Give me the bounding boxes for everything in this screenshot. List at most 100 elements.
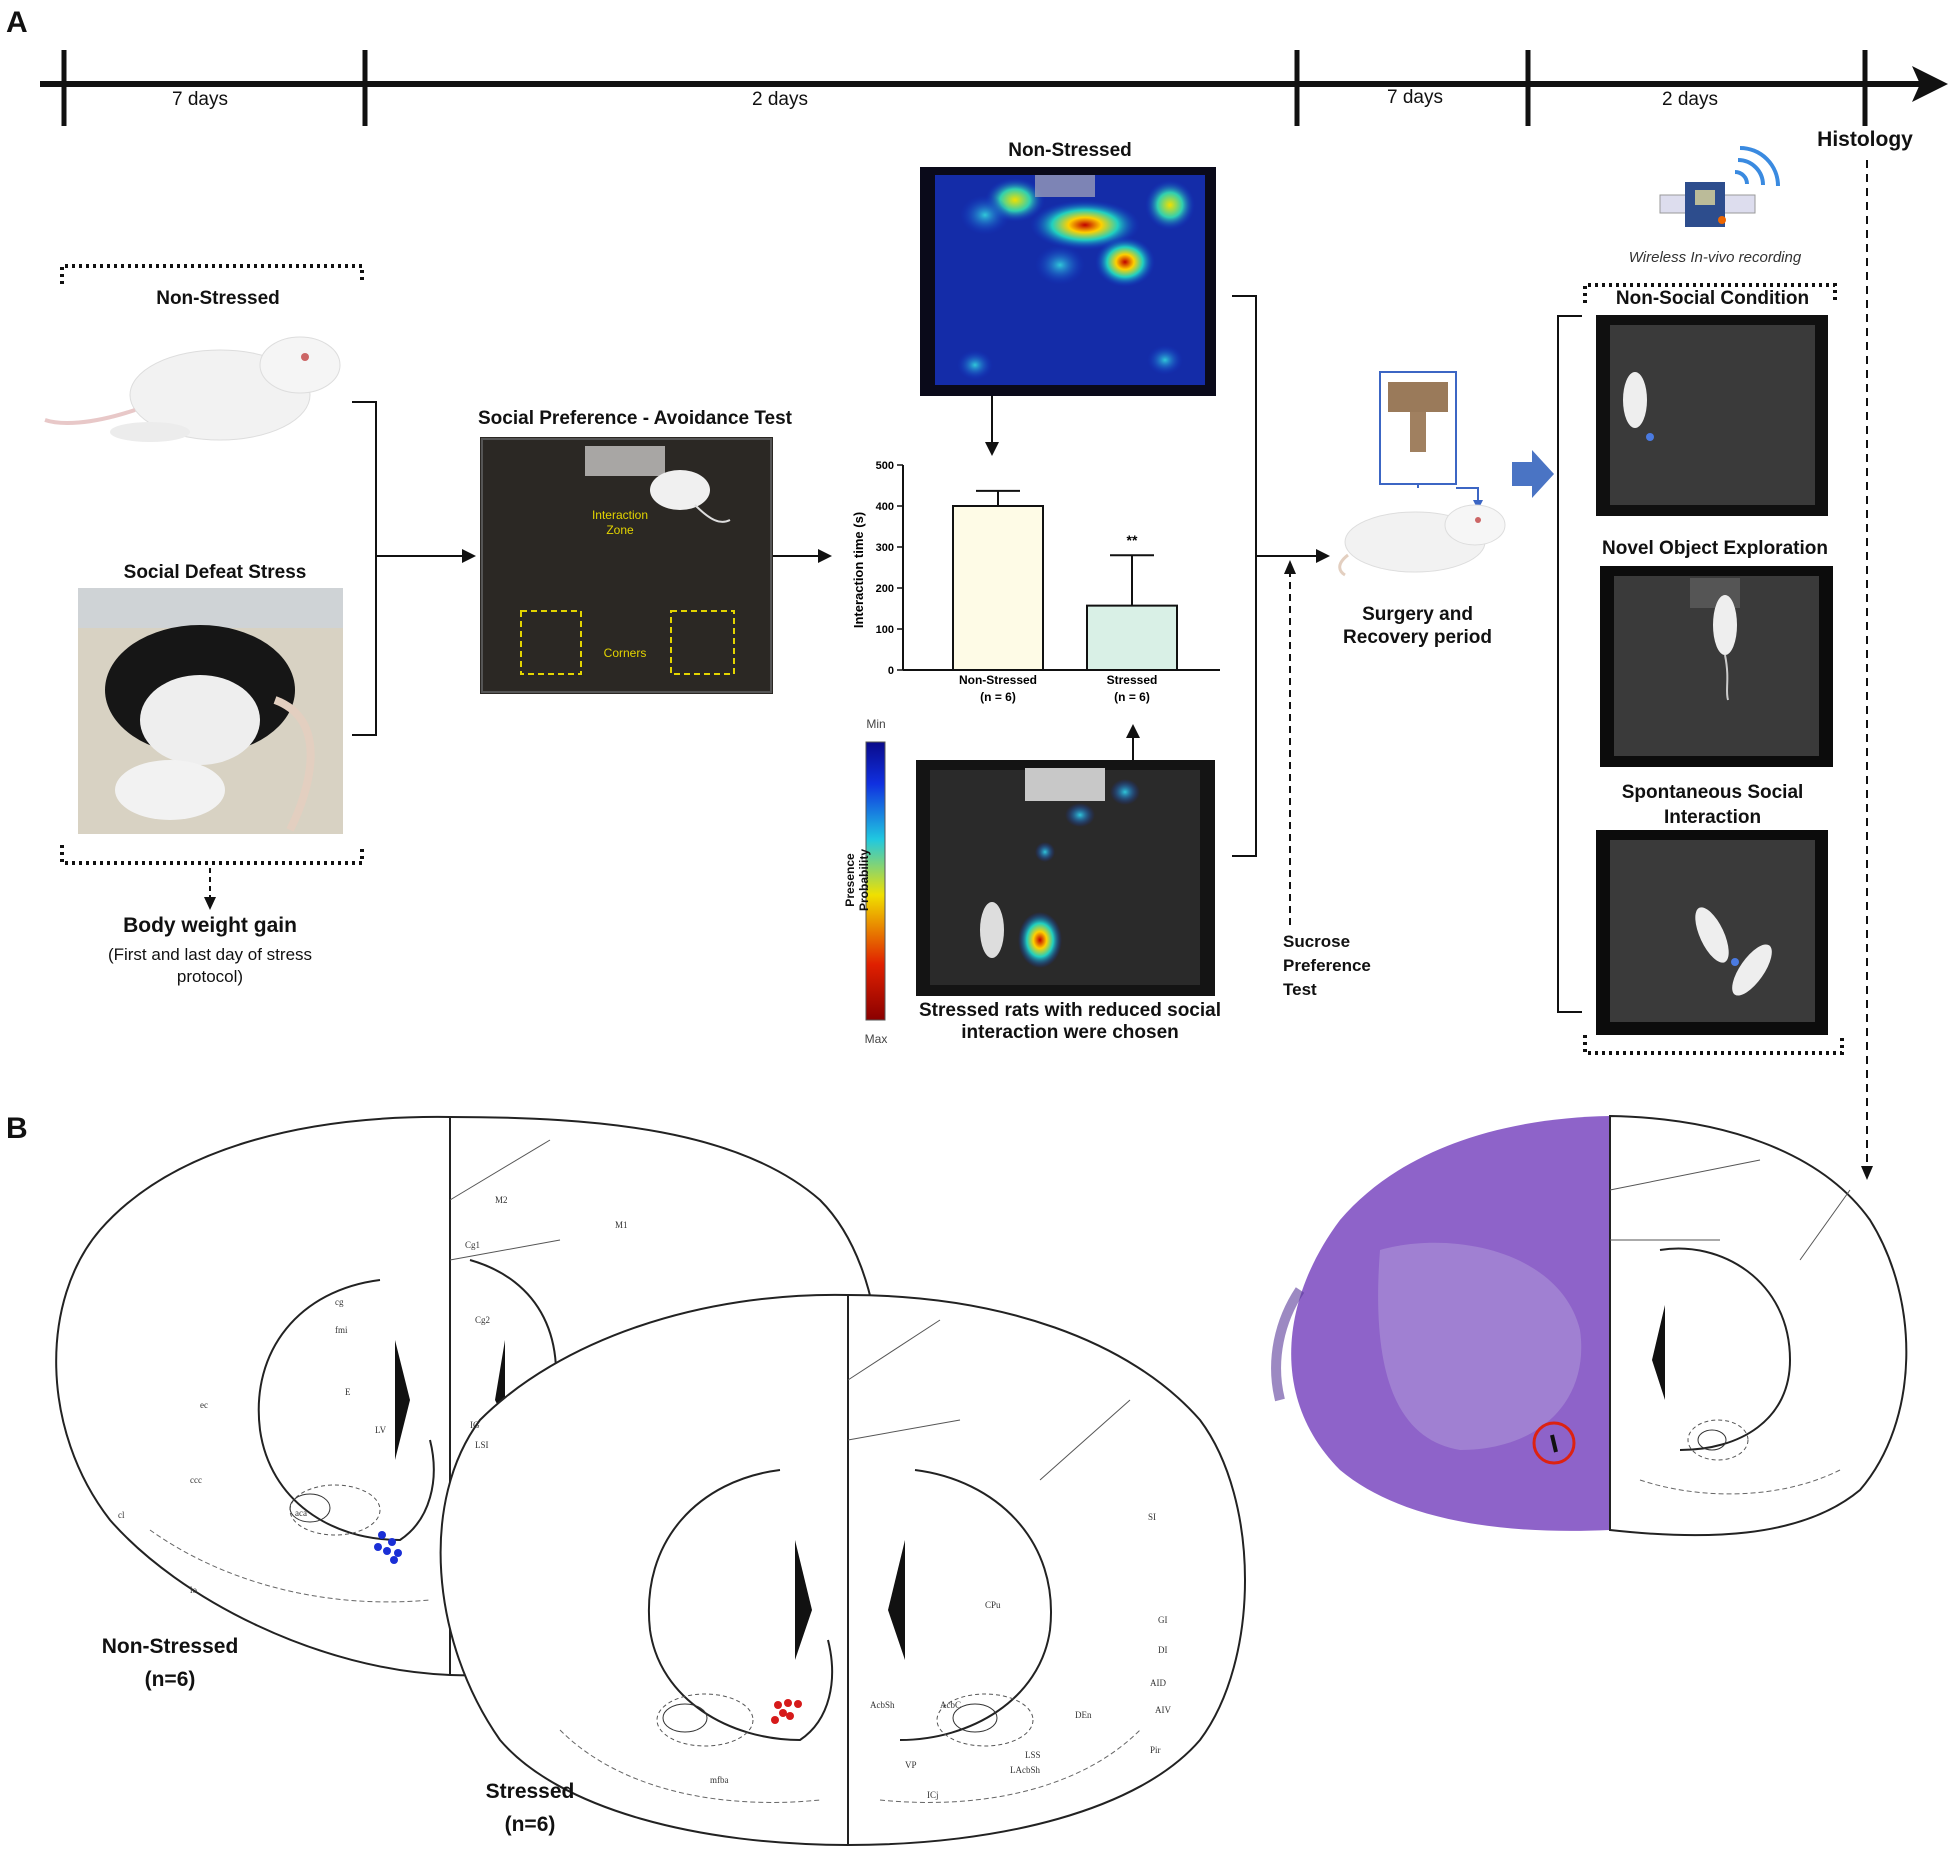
atlas-label-cl: cl [118, 1510, 125, 1520]
atlas-label-cg1: Cg1 [465, 1240, 481, 1250]
atlas-label-icj: ICj [927, 1790, 939, 1800]
atlas-stressed [439, 1293, 1246, 1847]
atlas-label-lsi: LSI [475, 1440, 489, 1450]
colorbar-min-label: Min [866, 717, 886, 731]
surgery-label: Surgery and Recovery period [1343, 604, 1492, 648]
chart-ytick-label-3: 300 [876, 542, 894, 554]
atlas-label-aid: AID [1150, 1678, 1166, 1688]
colorbar [865, 741, 886, 1021]
histology-arrowhead [1861, 1166, 1873, 1180]
chart-bar-1 [1086, 604, 1178, 672]
atlas-label-mfba: mfba [710, 1775, 729, 1785]
atlas-label-lv: LV [375, 1425, 387, 1435]
arena-non-social [1596, 315, 1828, 516]
right-dotted-bottom [1583, 1035, 1844, 1055]
chart-significance-annotation: ** [1127, 532, 1138, 548]
sucrose-label: Sucrose Preference Test [1283, 932, 1371, 999]
atlas-label-vp: VP [905, 1760, 917, 1770]
wireless-label: Wireless In-vivo recording [1628, 249, 1802, 266]
ns-group-label: Non-Stressed [101, 1635, 239, 1658]
atlas-label-cg: cg [335, 1297, 344, 1307]
chart-ytick-label-2: 200 [876, 583, 894, 595]
atlas-label-m1: M1 [615, 1220, 628, 1230]
condition-social-interaction-label: Spontaneous Social Interaction [1621, 782, 1804, 828]
condition-novel-object-label: Novel Object Exploration [1602, 538, 1828, 559]
recording-bracket [1557, 315, 1582, 1013]
timeline [40, 50, 1948, 126]
atlas-label-fmi: fmi [335, 1325, 348, 1335]
body-weight-subtitle: (First and last day of stress protocol) [107, 945, 313, 986]
chart-category-label-0-1: (n = 6) [980, 690, 1016, 704]
social-defeat-photo [78, 588, 343, 834]
timeline-label-3: 2 days [1662, 89, 1718, 110]
interaction-time-chart: 0 100 200 300 400 500 Non-Stressed (n = 6) Stre… [851, 460, 1220, 704]
atlas-label-lss: LSS [1025, 1750, 1041, 1760]
panel-letter-a: A [6, 6, 28, 39]
heatmap-top-title: Non-Stressed [1008, 140, 1132, 161]
atlas-label-gi: GI [1158, 1615, 1168, 1625]
chart-bar-0 [952, 505, 1044, 671]
chart-category-label-1-1: (n = 6) [1114, 690, 1150, 704]
heatmap-bottom-caption: Stressed rats with reduced social intera… [918, 1000, 1221, 1043]
right-dotted-top [1583, 283, 1837, 303]
condition-non-social-label: Non-Social Condition [1615, 288, 1810, 309]
atlas-label-m2: M2 [495, 1195, 508, 1205]
atlas-label-pir: Pir [1150, 1745, 1161, 1755]
atlas-label-ec: ec [200, 1400, 208, 1410]
atlas-label-aca: aca [295, 1508, 307, 1518]
s-group-n: (n=6) [504, 1813, 556, 1836]
chart-ytick-label-0: 0 [888, 665, 894, 677]
atlas-label-aiv: AIV [1155, 1705, 1171, 1715]
atlas-label-cpu: CPu [985, 1600, 1001, 1610]
chart-category-label-1-0: Stressed [1107, 673, 1158, 687]
ns-group-n: (n=6) [144, 1668, 196, 1691]
rat-non-stressed-illustration [44, 336, 341, 442]
arena-novel-object [1600, 566, 1833, 767]
atlas-label-acbsh: AcbSh [870, 1700, 895, 1710]
colorbar-max-label: Max [864, 1032, 888, 1046]
s-group-label: Stressed [485, 1780, 575, 1803]
spa-test-title: Social Preference - Avoidance Test [478, 408, 792, 429]
timeline-arrowhead [1912, 66, 1948, 102]
atlas-label-di: DI [1158, 1645, 1168, 1655]
atlas-label-den: DEn [1075, 1710, 1092, 1720]
left-bracket [352, 401, 377, 736]
body-weight-title: Body weight gain [123, 914, 297, 937]
timeline-label-2: 7 days [1387, 87, 1443, 108]
s-dots [771, 1699, 802, 1724]
spa-arena [480, 437, 773, 694]
atlas-label-ig: IG [470, 1420, 480, 1430]
left-dotted-top [60, 264, 364, 284]
colorbar-label: Presence Probability [843, 849, 871, 912]
arena-social-interaction [1596, 830, 1828, 1035]
histology-section [1271, 1116, 1610, 1531]
panel-letter-b: B [6, 1112, 28, 1145]
interaction-zone-label: Interaction Zone [591, 508, 649, 537]
ns-dots [374, 1531, 402, 1564]
atlas-label-lacbsh: LAcbSh [1010, 1765, 1040, 1775]
histology-atlas [1609, 1114, 1908, 1537]
wireless-device-icon [1659, 146, 1780, 227]
chart-ytick-label-1: 100 [876, 624, 894, 636]
corners-label: Corners [603, 646, 647, 660]
heatmap-stressed [916, 760, 1215, 996]
atlas-label-cg2: Cg2 [475, 1315, 491, 1325]
chart-ytick-label-5: 500 [876, 460, 894, 472]
surgery-rat-illustration [1338, 371, 1506, 577]
histology-label: Histology [1817, 128, 1913, 151]
chart-ylabel: Interaction time (s) [851, 512, 866, 628]
left-dotted-bottom [60, 845, 364, 865]
chart-category-label-0-0: Non-Stressed [959, 673, 1037, 687]
chart-ytick-label-4: 400 [876, 501, 894, 513]
heatmap-non-stressed [920, 167, 1216, 396]
chart-bars: Non-Stressed (n = 6) Stressed (n = 6) ** [952, 489, 1178, 704]
social-defeat-title: Social Defeat Stress [123, 562, 307, 583]
atlas-label-acbc: AcbC [940, 1700, 961, 1710]
heatmap-bracket [1232, 295, 1257, 857]
timeline-label-1: 2 days [752, 89, 808, 110]
atlas-label-lo: lo [190, 1585, 198, 1595]
blue-arrow [1512, 450, 1554, 498]
timeline-label-0: 7 days [172, 89, 228, 110]
atlas-label-e: E [345, 1387, 351, 1397]
